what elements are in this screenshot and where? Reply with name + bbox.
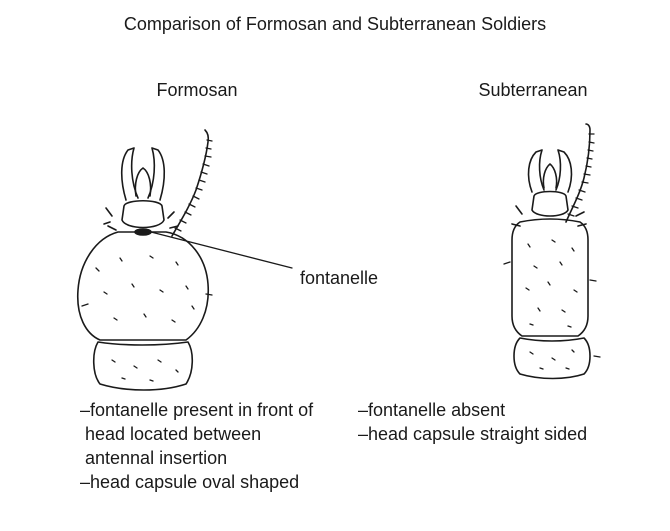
formosan-note-line: –head capsule oval shaped: [80, 470, 313, 494]
formosan-note-line: –fontanelle present in front of: [80, 398, 313, 422]
fontanelle-callout-label: fontanelle: [300, 266, 378, 290]
subterranean-clypeus: [532, 192, 568, 217]
formosan-notes: –fontanelle present in front of head loc…: [80, 398, 313, 494]
subterranean-antenna-base-left: [512, 206, 522, 226]
subterranean-head-capsule: [512, 219, 588, 336]
formosan-antenna-base-right: [168, 212, 178, 228]
formosan-note-line: head located between: [80, 422, 313, 446]
formosan-thorax-hairs: [112, 360, 178, 381]
subterranean-mandible-right: [556, 150, 571, 192]
formosan-soldier-drawing: [78, 130, 212, 390]
subterranean-head-hairs: [504, 240, 596, 327]
subterranean-labrum: [543, 164, 556, 188]
formosan-thorax: [94, 342, 193, 390]
subterranean-notes: –fontanelle absent –head capsule straigh…: [358, 398, 587, 446]
formosan-head-capsule: [78, 232, 209, 340]
fontanelle-callout-line: [151, 232, 292, 268]
subterranean-soldier-drawing: [504, 124, 600, 379]
formosan-clypeus: [122, 201, 164, 228]
subterranean-note-line: –head capsule straight sided: [358, 422, 587, 446]
formosan-antenna: [172, 130, 208, 236]
subterranean-note-line: –fontanelle absent: [358, 398, 587, 422]
formosan-antenna-base-left: [104, 208, 116, 230]
formosan-head-hairs: [82, 256, 212, 322]
formosan-note-line: antennal insertion: [80, 446, 313, 470]
subterranean-mandible-left: [529, 150, 544, 192]
subterranean-antenna-base-right: [576, 212, 586, 226]
formosan-labrum: [135, 168, 150, 196]
subterranean-antenna: [566, 124, 590, 222]
